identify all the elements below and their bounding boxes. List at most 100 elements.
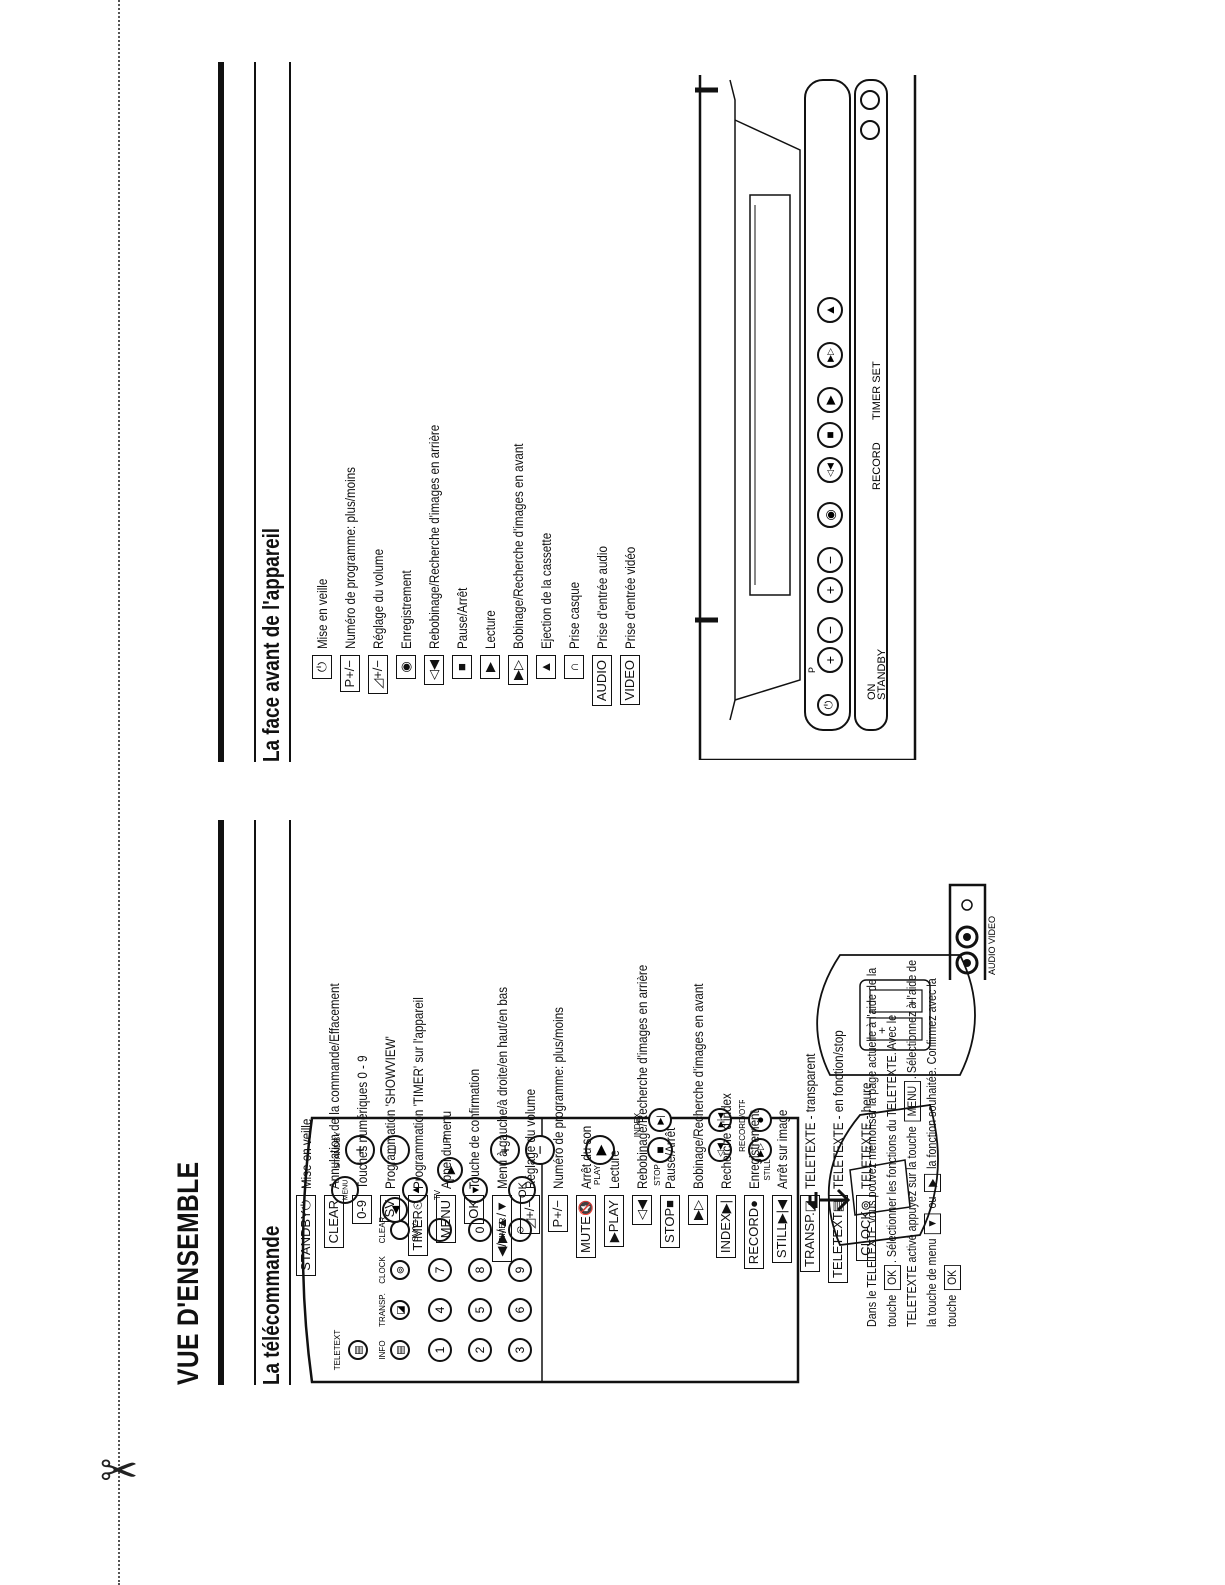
vcr-ffwd-button-label: ▶▷ — [825, 348, 835, 362]
page-title: VUE D'ENSEMBLE — [172, 1161, 205, 1385]
remote-key-cell: ▶PLAY — [604, 1195, 624, 1285]
remote-illustration: TELETEXT▤INFO▤TRANSP.◪CLOCK⊚CLEARSTANDBY… — [301, 1100, 800, 1384]
vcr-label-standby: STANDBY — [876, 648, 888, 700]
front-key: ▶ — [480, 655, 500, 679]
vcr-play-button: ▶ — [817, 387, 843, 413]
remote-key-cell: STILL▶|◀ — [772, 1195, 792, 1285]
front-key-cell: VIDEO — [620, 655, 640, 725]
remote-record-button-label: ● — [753, 1116, 767, 1123]
remote-desc: Lecture — [606, 1150, 622, 1189]
remote-desc: Pause/Arrêt — [662, 1127, 678, 1189]
remote-key-cell: 0-9 — [352, 1195, 372, 1285]
remote-desc: TELETEXTE - en fonction/stop — [830, 1030, 846, 1189]
front-row: ◉Enregistrement — [392, 388, 420, 725]
vcr-stop-button: ■ — [817, 422, 843, 448]
remote-key-cell: RECORD● — [744, 1195, 764, 1285]
remote-key-cell: SV — [380, 1195, 400, 1285]
remote-row: RECORD● Enregistrement — [740, 928, 768, 1285]
remote-row: ◿+/−Réglage du volume — [516, 928, 544, 1285]
remote-digit-0-button: 0 — [468, 1218, 492, 1242]
remote-desc: Bobinage/Recherche d'images en avant — [690, 983, 706, 1189]
remote-row: STOP■Pause/Arrêt — [656, 928, 684, 1285]
remote-play-button: ▶ — [585, 1135, 615, 1165]
front-section-title: La face avant de l'appareil — [258, 527, 284, 762]
vcr-eject-button-label: ▲ — [823, 304, 837, 316]
remote-key-cell: CLEAR — [324, 1195, 344, 1285]
remote-row: STILL▶|◀ Arrêt sur image — [768, 928, 796, 1285]
front-key-cell: ▲ — [536, 655, 556, 725]
front-row: ▶▷Bobinage/Recherche d'images en avant — [504, 388, 532, 725]
front-rule-thick — [218, 62, 224, 762]
remote-down-button: ▶ — [437, 1157, 463, 1183]
front-key-cell: ▶▷ — [508, 655, 528, 725]
remote-digit-5-button-label: 5 — [473, 1306, 487, 1313]
remote-vol-minus-button: − — [380, 1135, 410, 1165]
vcr-eject-button: ▲ — [817, 297, 843, 323]
svg-text:+: + — [875, 1027, 889, 1034]
remote-key-cell: ◿+/− — [520, 1195, 540, 1285]
remote-row: TRANSP.◪TELETEXTE - transparent — [796, 928, 824, 1285]
remote-ffwd-button: ▶▷ — [748, 1138, 772, 1162]
remote-ffwd-button-label: ▶▷ — [755, 1143, 765, 1157]
vcr-label-record: RECORD — [871, 442, 883, 490]
remote-label-tv: TV — [433, 1189, 442, 1200]
remote-key: ▶PLAY — [604, 1195, 624, 1248]
or-word: ou — [925, 1196, 939, 1209]
remote-row: P+/−Numéro de programme: plus/moins — [544, 928, 572, 1285]
front-desc: Prise casque — [566, 581, 582, 649]
vcr-p-plus-button-label: + — [822, 656, 838, 664]
remote-still-button-label: ▶|◀ — [716, 1112, 725, 1127]
vcr-aux-jack — [860, 90, 880, 110]
remote-desc: Recherche d'index — [718, 1093, 734, 1189]
remote-info-button: ▤ — [390, 1340, 410, 1360]
front-key: ■ — [452, 655, 472, 679]
vcr-p-plus-button: + — [817, 647, 843, 673]
remote-desc: Enregistrement — [746, 1110, 762, 1189]
remote-record-button: ● — [748, 1108, 772, 1132]
remote-index-button-label: ▶| — [655, 1115, 665, 1124]
remote-digit-8-button-label: 8 — [473, 1266, 487, 1273]
front-row: P+/−Numéro de programme: plus/moins — [336, 388, 364, 725]
front-key-cell: ∩ — [564, 655, 584, 725]
front-key: VIDEO — [620, 655, 640, 706]
front-desc: Mise en veille — [314, 578, 330, 649]
remote-key: P+/− — [548, 1195, 568, 1233]
remote-vol-minus-button-label: − — [388, 1145, 405, 1154]
vcr-standby-button: ⏻ — [817, 694, 839, 716]
remote-teletext-button: ▤ — [348, 1340, 368, 1360]
vcr-label-on: ON — [866, 683, 878, 700]
remote-digit-5-button: 5 — [468, 1298, 492, 1322]
remote-desc: Arrêt sur image — [774, 1109, 790, 1189]
front-key: ◿+/− — [368, 655, 388, 694]
remote-desc: Menu à gauche/à droite/en haut/en bas — [494, 986, 510, 1189]
front-key-cell: ◁◀ — [424, 655, 444, 725]
remote-key: ◿+/− — [520, 1195, 540, 1234]
remote-key: MENU — [436, 1195, 456, 1244]
remote-key: ◁◀ — [632, 1195, 652, 1225]
front-key: ▶▷ — [508, 655, 528, 685]
remote-row: TIMER⏲Programmation 'TIMER' sur l'appare… — [404, 928, 432, 1285]
av-sockets-illustration: AUDIO VIDEO — [948, 883, 995, 980]
remote-key-cell: STANDBY⏻ — [296, 1195, 316, 1285]
vcr-standby-button-label: ⏻ — [823, 700, 835, 709]
remote-clock-button-label: ⊚ — [396, 1266, 407, 1274]
remote-key: SV — [380, 1195, 400, 1223]
front-row: ▶Lecture — [476, 388, 504, 725]
remote-right-button-label: ▼ — [470, 1185, 482, 1196]
remote-desc: TELETEXTE - transparent — [802, 1053, 818, 1189]
remote-p-plus-button: + — [490, 1135, 520, 1165]
remote-label-clock: CLOCK — [378, 1256, 387, 1284]
ok-key-2: OK — [944, 1264, 961, 1291]
scissors-icon: ✂ — [99, 1444, 139, 1497]
remote-left-button-label: ▲ — [410, 1185, 422, 1196]
remote-label-standby: STANDBY — [333, 1131, 342, 1169]
front-desc: Ejection de la cassette — [538, 532, 554, 649]
remote-key: TELETEXT▤ — [828, 1195, 848, 1284]
vcr-record-button: ◉ — [817, 502, 843, 528]
remote-section-title: La télécommande — [258, 1225, 284, 1385]
remote-key-cell: INDEX▶| — [716, 1195, 736, 1285]
